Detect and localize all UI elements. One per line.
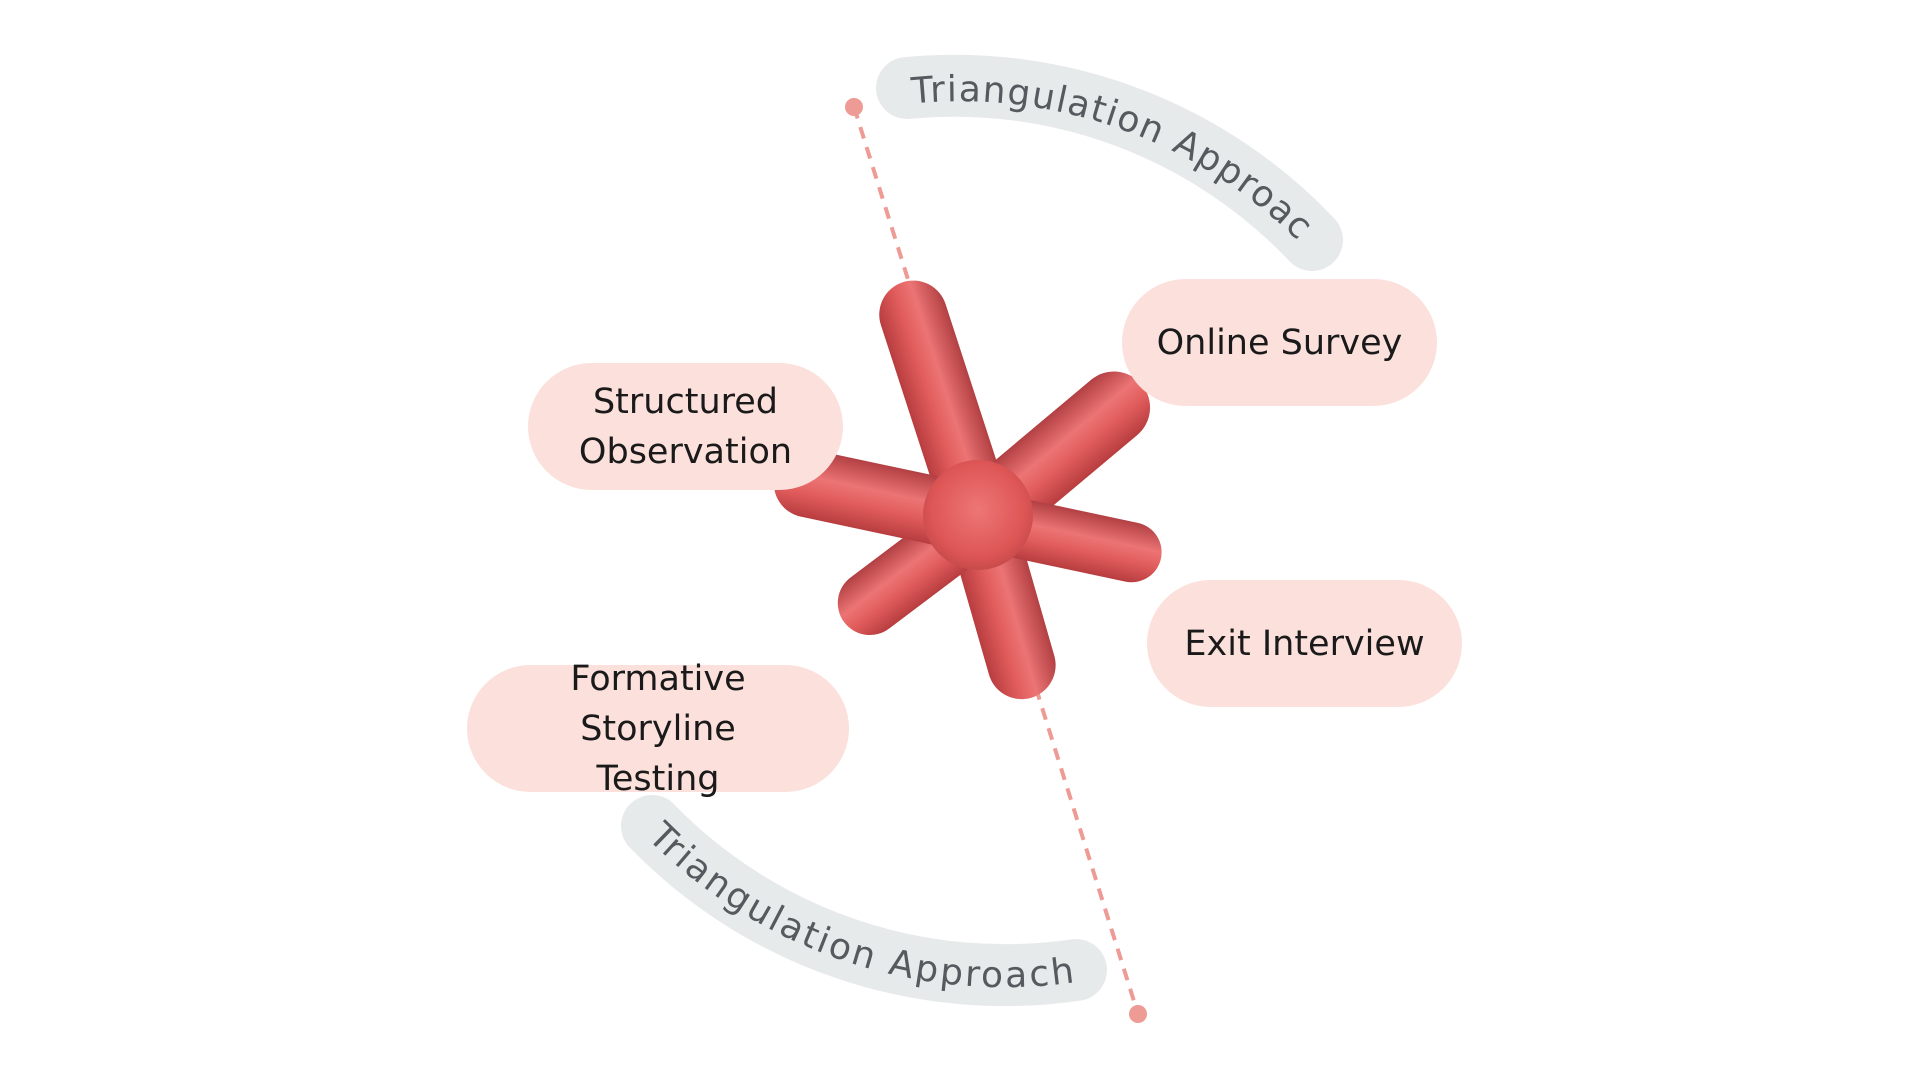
method-label-line: Observation <box>578 431 793 472</box>
method-label-line: Online Survey <box>1156 322 1403 363</box>
method-label-line: Testing <box>596 758 720 799</box>
method-pill-formative-storyline-testing: Formative Storyline Testing <box>467 659 849 799</box>
method-label-line: Structured <box>592 381 779 422</box>
axis-end-dot-top <box>845 98 863 116</box>
axis-dashed-line <box>852 106 1140 1015</box>
star-hub <box>923 460 1033 570</box>
central-star-shape <box>773 280 1162 700</box>
method-pill-exit-interview: Exit Interview <box>1147 580 1462 707</box>
bottom-arc-band <box>621 795 1107 1007</box>
axis-end-dot-bottom <box>1129 1005 1147 1023</box>
method-pill-online-survey: Online Survey <box>1122 279 1437 406</box>
top-arc-label: Triangulation Approach <box>0 0 1322 249</box>
method-label-line: Formative Storyline <box>570 658 746 749</box>
top-arc-band <box>876 54 1343 271</box>
method-label-line: Exit Interview <box>1184 623 1425 664</box>
method-pill-structured-observation: Structured Observation <box>528 363 843 490</box>
top-arc-label-text: Triangulation Approach <box>0 0 1320 249</box>
